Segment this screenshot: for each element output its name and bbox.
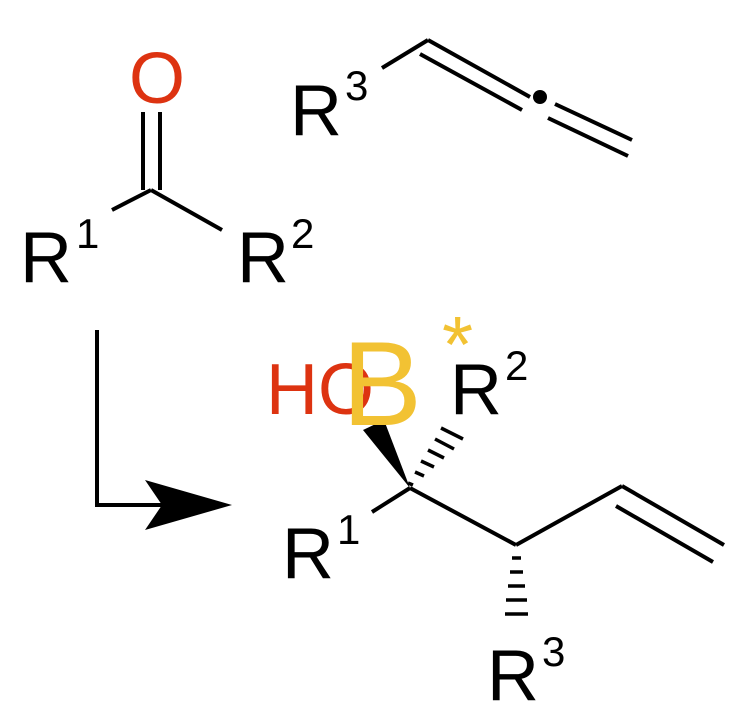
product: HO B * R 2 R 1 R 3 <box>266 300 726 716</box>
ketone-r2-superscript: 2 <box>291 210 314 257</box>
allene-bond-r3 <box>380 38 430 70</box>
product-hashed-bond-r3 <box>505 556 528 616</box>
product-vinyl-double-bond-a <box>620 484 726 547</box>
allene-r3-label: R <box>290 71 342 151</box>
product-r2-superscript: 2 <box>505 342 528 389</box>
catalyst-label: B <box>342 317 422 451</box>
product-bond-c3-c4 <box>515 484 623 547</box>
ketone-r1-label: R <box>20 218 72 298</box>
ketone-oxygen-label: O <box>129 39 185 119</box>
ketone-bond-left <box>111 188 152 212</box>
allene-double-bond-1b <box>419 52 523 112</box>
reaction-arrow-path <box>95 330 165 507</box>
product-wedge-bond <box>363 420 410 488</box>
product-r3-superscript: 3 <box>542 628 565 675</box>
product-r3-label: R <box>487 636 539 716</box>
ketone-r1-superscript: 1 <box>76 210 99 257</box>
ketone-r2-label: R <box>237 218 289 298</box>
reaction-arrow-head <box>145 480 232 530</box>
allene-double-bond-1a <box>427 38 531 99</box>
allene-central-carbon-dot <box>533 90 547 104</box>
allene-double-bond-2b <box>547 116 629 158</box>
ketone-bond-right <box>150 188 223 232</box>
ketone: O R 1 R 2 <box>20 39 314 298</box>
product-bond-c2-c3 <box>409 486 517 547</box>
reaction-arrow <box>95 330 232 530</box>
product-r1-superscript: 1 <box>337 506 360 553</box>
product-vinyl-double-bond-b <box>615 504 714 564</box>
catalyst-star: * <box>442 300 473 389</box>
allene-double-bond-2a <box>554 102 633 142</box>
allene: R 3 <box>290 38 633 158</box>
product-r1-label: R <box>282 514 334 594</box>
product-hashed-bond-r2 <box>407 426 464 487</box>
allene-r3-superscript: 3 <box>345 62 368 109</box>
product-r2-label: R <box>450 350 502 430</box>
product-hydroxyl-label: HO <box>266 350 374 430</box>
product-bond-r1 <box>370 486 412 514</box>
